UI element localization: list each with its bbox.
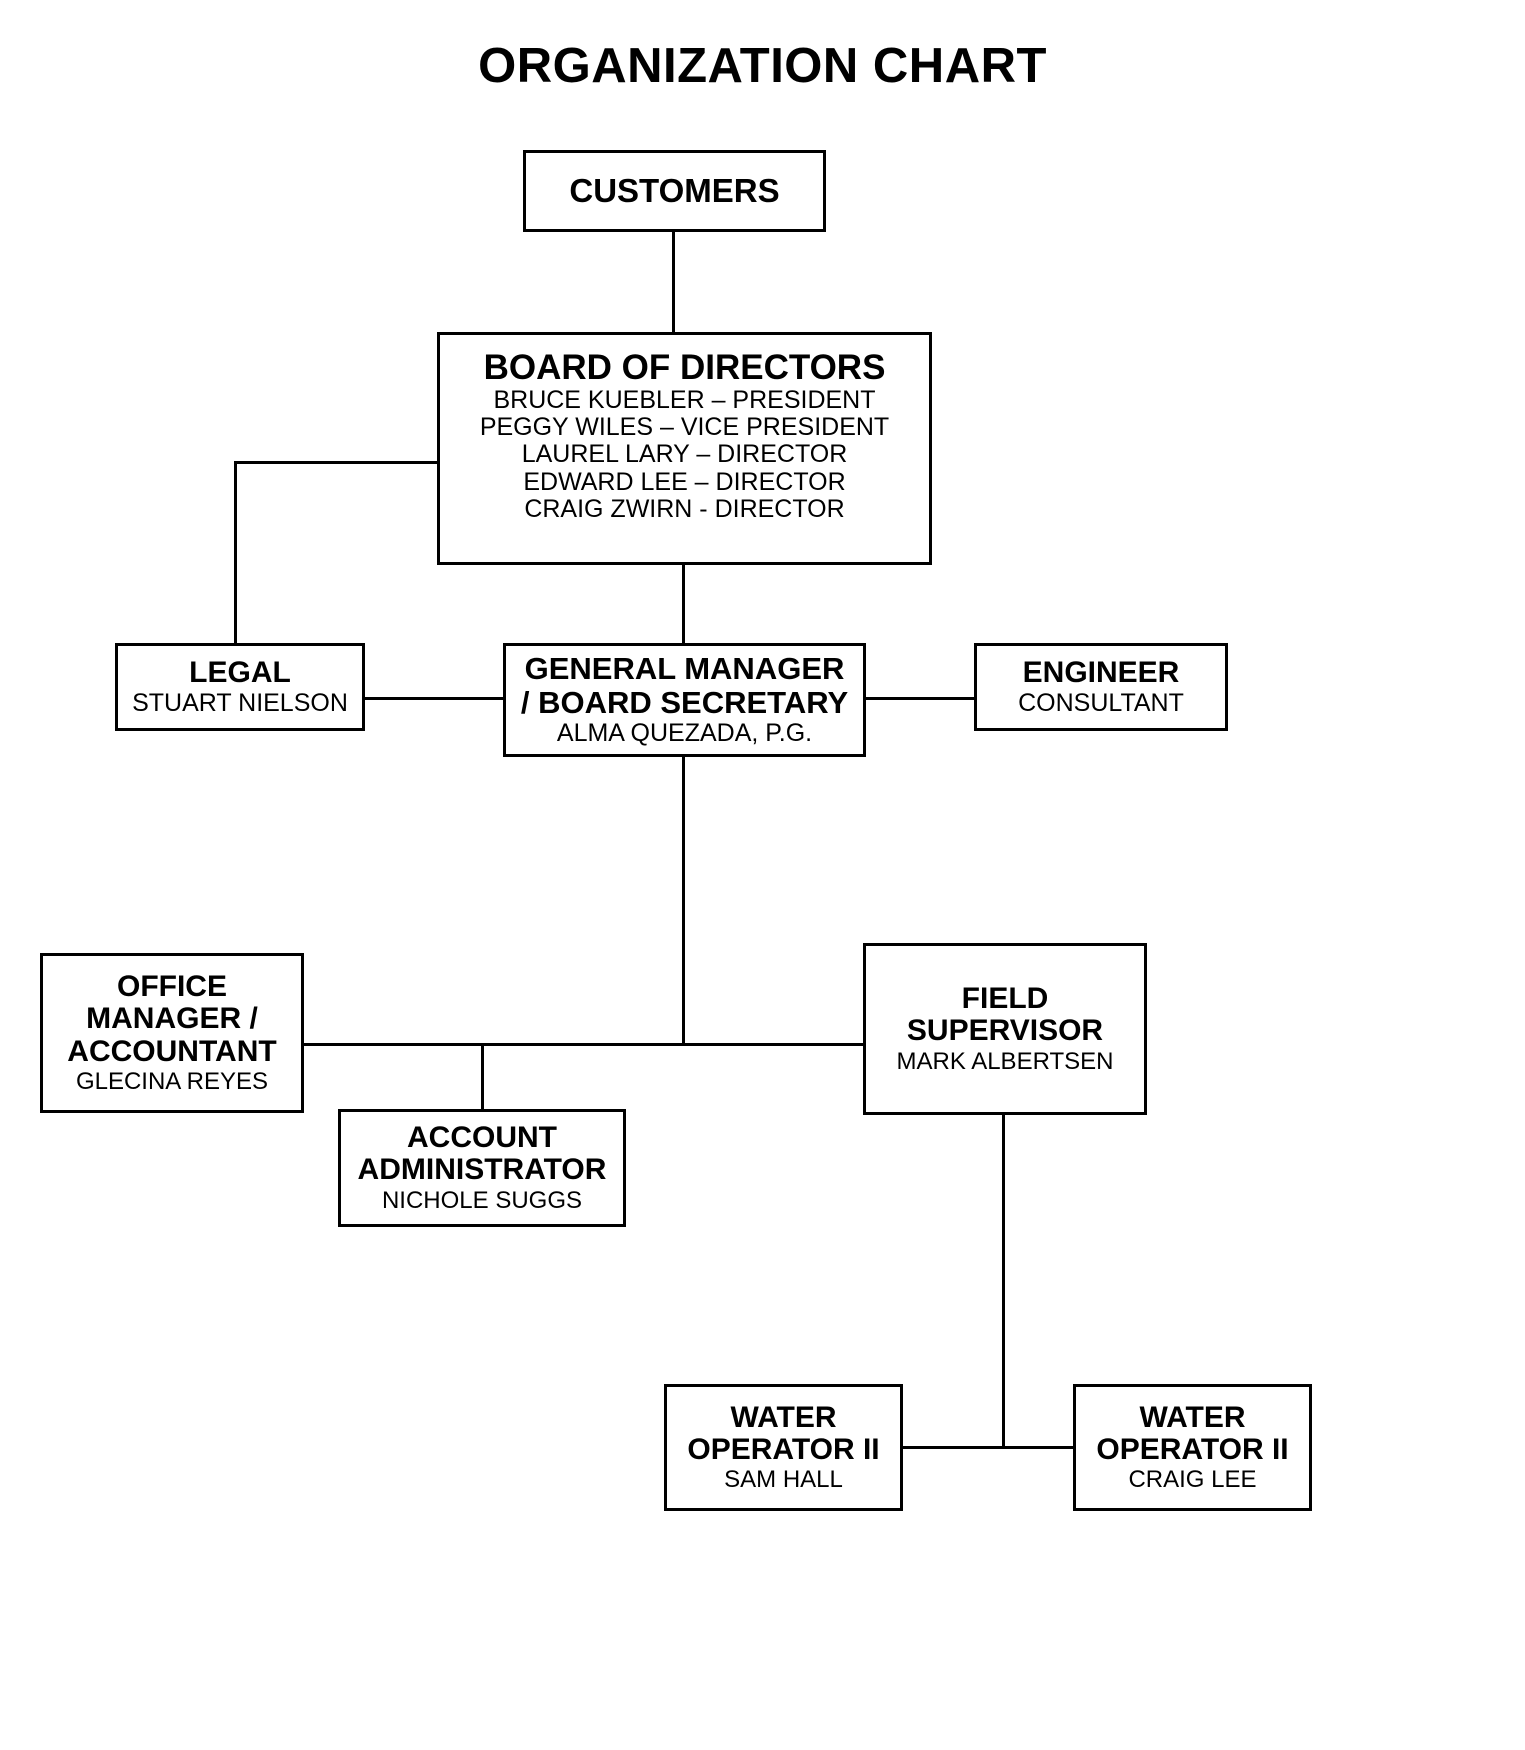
connector-customers-to-board	[672, 230, 675, 334]
node-account-administrator-role: ACCOUNT ADMINISTRATOR	[357, 1121, 607, 1187]
connector-board-to-general-manager	[682, 563, 685, 645]
node-water-operator-craig-lee[interactable]: WATER OPERATOR II CRAIG LEE	[1073, 1384, 1312, 1511]
node-office-manager-person: GLECINA REYES	[75, 1068, 269, 1096]
board-member: PEGGY WILES – VICE PRESIDENT	[479, 413, 890, 442]
board-member-list: BRUCE KUEBLER – PRESIDENT PEGGY WILES – …	[479, 385, 890, 523]
node-board-role: BOARD OF DIRECTORS	[483, 348, 886, 387]
node-account-administrator[interactable]: ACCOUNT ADMINISTRATOR NICHOLE SUGGS	[338, 1109, 626, 1227]
node-field-supervisor-person: MARK ALBERTSEN	[896, 1047, 1114, 1075]
connector-board-to-legal-horizontal	[234, 461, 440, 464]
node-general-manager[interactable]: GENERAL MANAGER / BOARD SECRETARY ALMA Q…	[503, 643, 866, 757]
node-board-of-directors[interactable]: BOARD OF DIRECTORS BRUCE KUEBLER – PRESI…	[437, 332, 932, 565]
connector-general-manager-trunk	[682, 755, 685, 1045]
node-engineer-role: ENGINEER	[1022, 655, 1180, 689]
connector-board-to-legal-vertical	[234, 461, 237, 683]
node-water-operator-2-person: CRAIG LEE	[1128, 1466, 1257, 1494]
connector-legal-to-general-manager	[363, 697, 505, 700]
node-customers-role: CUSTOMERS	[569, 172, 780, 210]
connector-water-operators-bus	[900, 1446, 1076, 1449]
node-engineer[interactable]: ENGINEER CONSULTANT	[974, 643, 1228, 731]
node-legal[interactable]: LEGAL STUART NIELSON	[115, 643, 365, 731]
connector-level3-horizontal-bus	[302, 1043, 869, 1046]
board-member: BRUCE KUEBLER – PRESIDENT	[493, 385, 876, 414]
node-general-manager-person: ALMA QUEZADA, P.G.	[556, 719, 813, 748]
node-account-administrator-person: NICHOLE SUGGS	[381, 1186, 583, 1214]
node-water-operator-2-role: WATER OPERATOR II	[1096, 1400, 1289, 1466]
page-title: ORGANIZATION CHART	[478, 39, 1047, 93]
node-office-manager[interactable]: OFFICE MANAGER / ACCOUNTANT GLECINA REYE…	[40, 953, 304, 1113]
board-member: CRAIG ZWIRN - DIRECTOR	[524, 494, 845, 523]
node-customers[interactable]: CUSTOMERS	[523, 150, 826, 232]
node-engineer-person: CONSULTANT	[1018, 689, 1184, 718]
board-member: LAUREL LARY – DIRECTOR	[521, 440, 848, 469]
board-member: EDWARD LEE – DIRECTOR	[523, 467, 846, 496]
node-water-operator-sam-hall[interactable]: WATER OPERATOR II SAM HALL	[664, 1384, 903, 1511]
connector-general-manager-to-engineer	[864, 697, 976, 700]
node-legal-role: LEGAL	[189, 655, 291, 689]
node-legal-person: STUART NIELSON	[132, 689, 348, 718]
node-field-supervisor-role: FIELD SUPERVISOR	[906, 982, 1104, 1048]
connector-office-manager-to-account-administrator	[481, 1043, 484, 1111]
node-water-operator-1-person: SAM HALL	[724, 1466, 843, 1494]
node-water-operator-1-role: WATER OPERATOR II	[687, 1400, 880, 1466]
node-field-supervisor[interactable]: FIELD SUPERVISOR MARK ALBERTSEN	[863, 943, 1147, 1115]
node-general-manager-role: GENERAL MANAGER / BOARD SECRETARY	[520, 651, 849, 720]
connector-field-supervisor-trunk	[1002, 1114, 1005, 1448]
node-office-manager-role: OFFICE MANAGER / ACCOUNTANT	[67, 969, 277, 1068]
